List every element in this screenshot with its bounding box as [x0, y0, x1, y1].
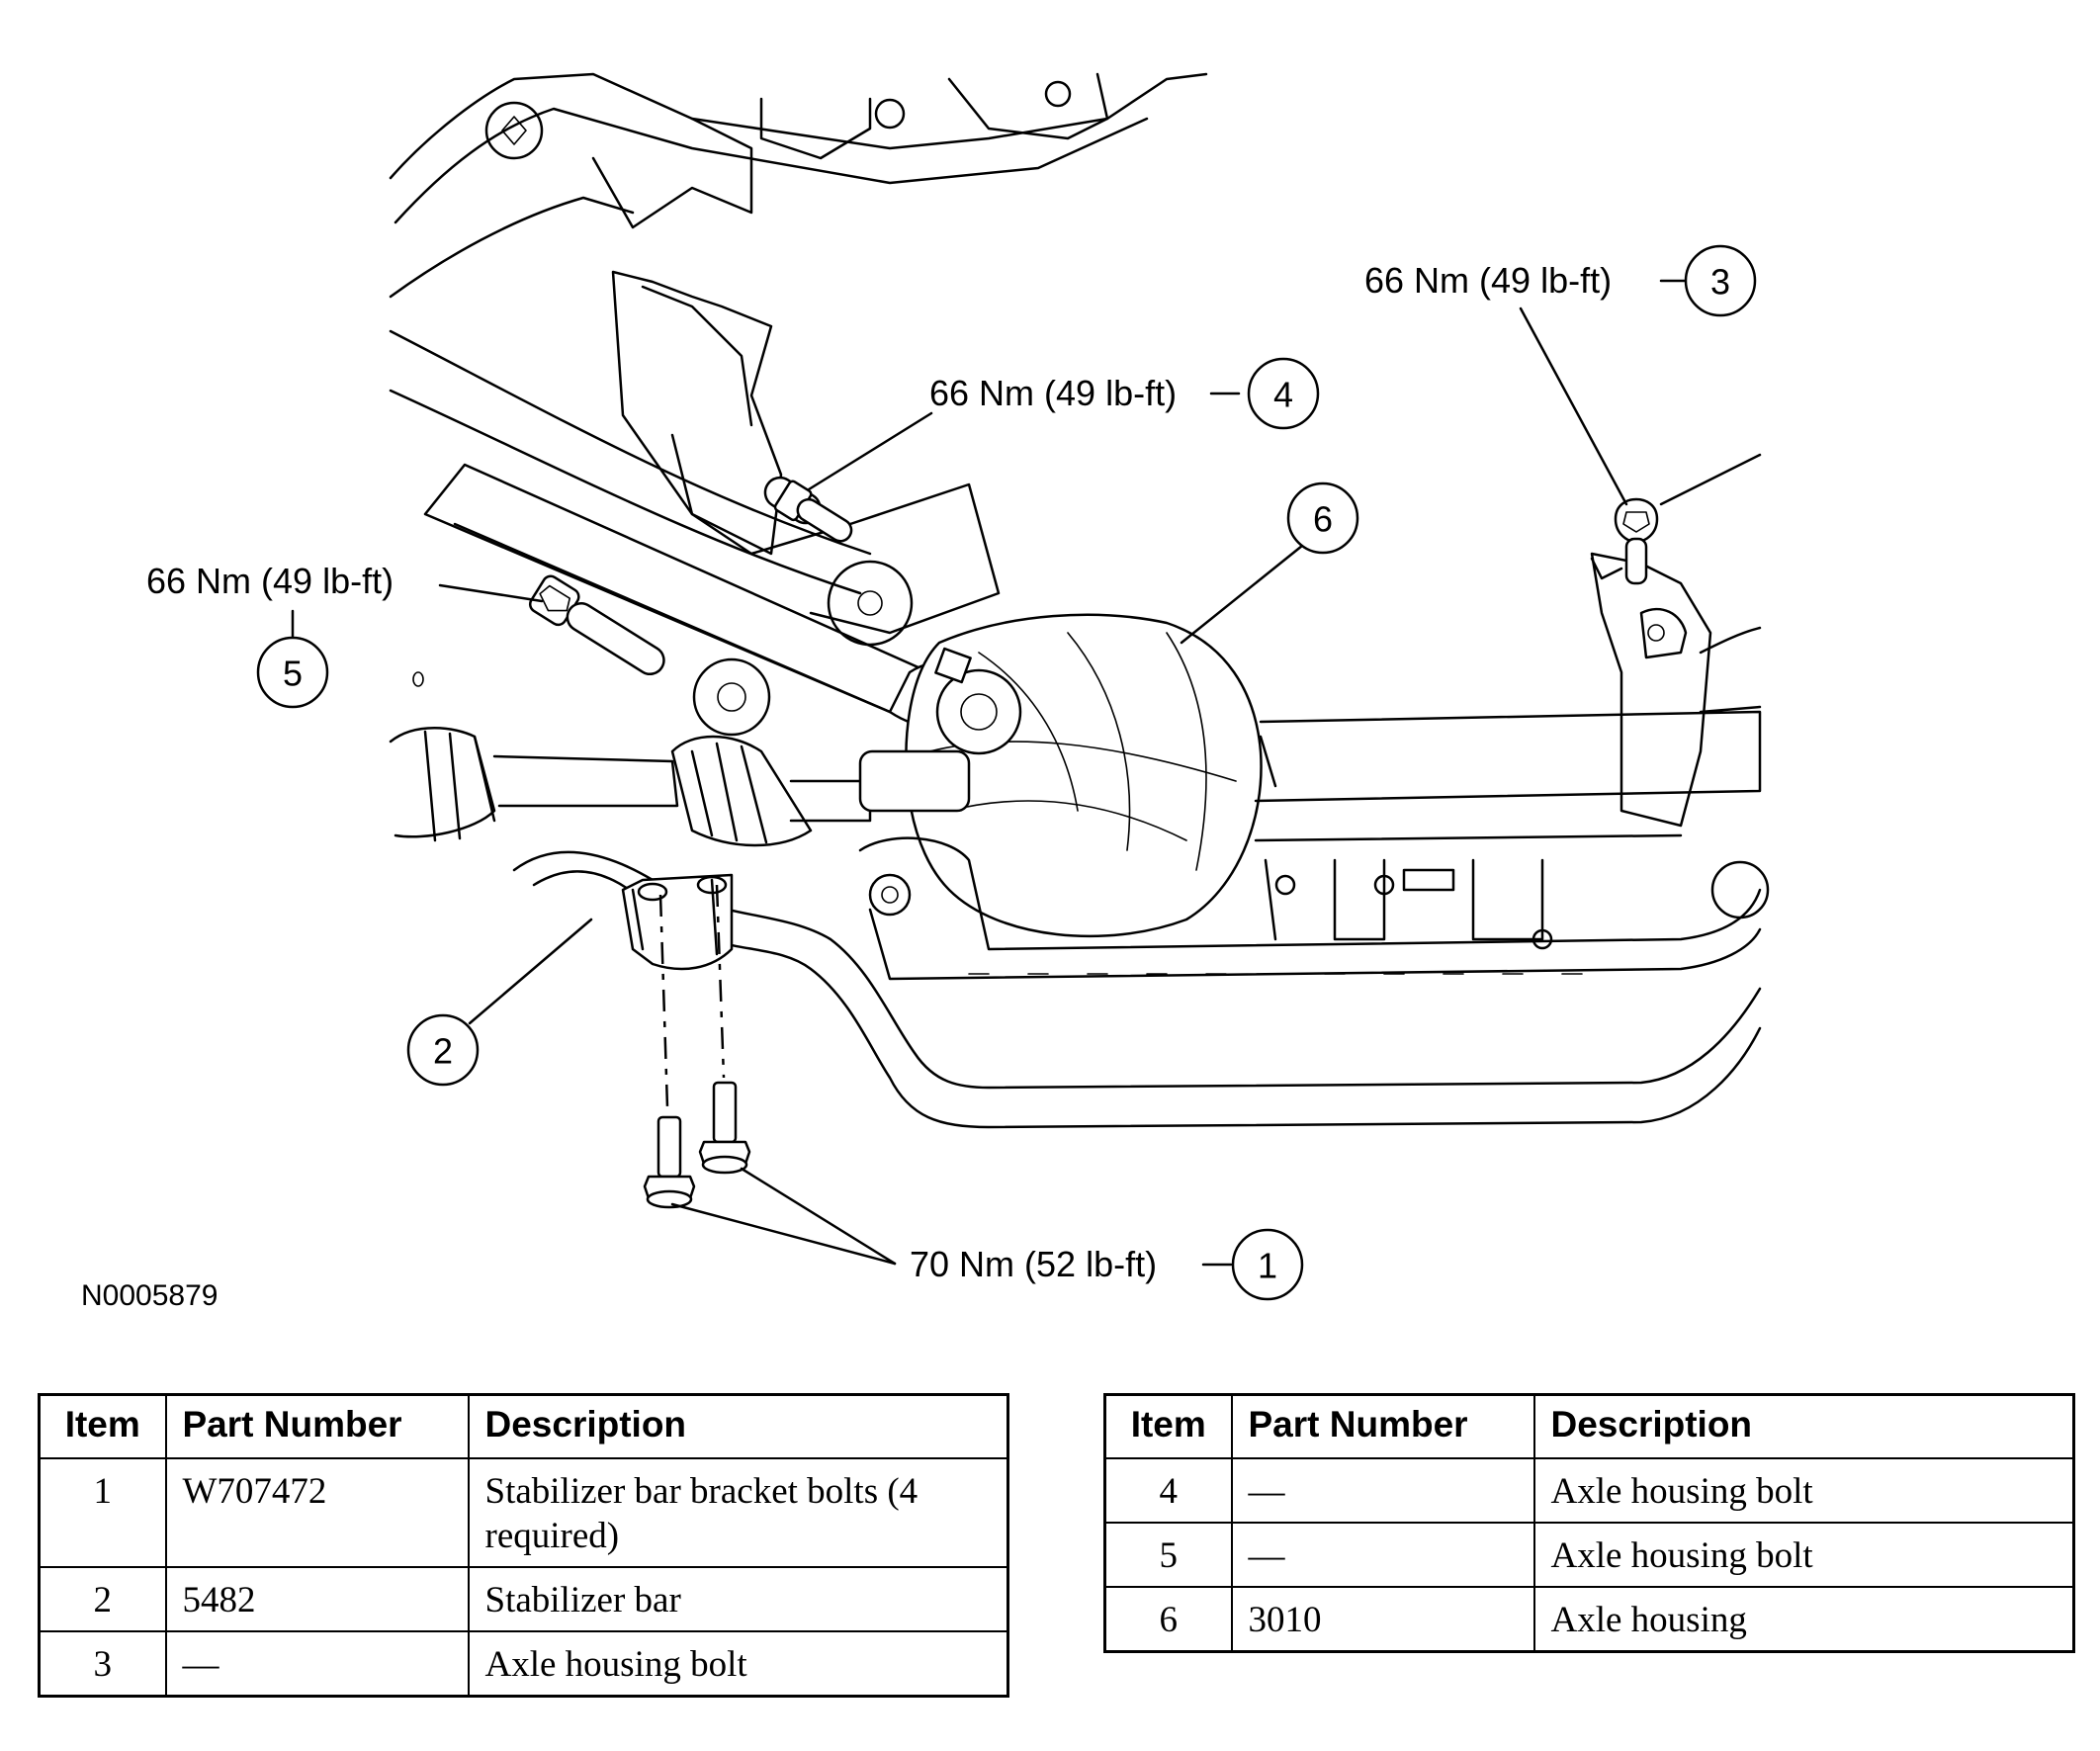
table-header-row: Item Part Number Description — [1103, 1393, 2075, 1459]
cell-item: 5 — [1103, 1522, 1233, 1588]
header-description: Description — [467, 1393, 1009, 1459]
cell-description: Axle housing bolt — [1532, 1522, 2075, 1588]
cell-description: Axle housing — [1532, 1586, 2075, 1653]
cell-item: 2 — [38, 1566, 167, 1632]
figure-code: N0005879 — [81, 1279, 218, 1312]
header-description: Description — [1532, 1393, 2075, 1459]
table-row: 5 — Axle housing bolt — [1103, 1522, 2075, 1588]
header-item: Item — [38, 1393, 167, 1459]
parts-table-left: Item Part Number Description 1 W707472 S… — [38, 1393, 1009, 1698]
callout-5-number: 5 — [283, 654, 303, 694]
callout-6-circle — [1286, 482, 1359, 555]
axle-assembly-illustration — [389, 72, 1770, 1209]
table-row: 1 W707472 Stabilizer bar bracket bolts (… — [38, 1457, 1009, 1568]
cell-item: 1 — [38, 1457, 167, 1568]
cell-description: Axle housing bolt — [1532, 1457, 2075, 1524]
table-row: 6 3010 Axle housing — [1103, 1586, 2075, 1653]
callout-5: 66 Nm (49 lb-ft) 5 — [146, 561, 394, 709]
callout-4-circle — [1247, 357, 1320, 430]
cell-part-number: 3010 — [1230, 1586, 1535, 1653]
exploded-view-diagram: 70 Nm (52 lb-ft) 1 2 66 Nm (49 lb-ft) 3 … — [81, 72, 1770, 1312]
cell-part-number: — — [1230, 1457, 1535, 1524]
header-part-number: Part Number — [1230, 1393, 1535, 1459]
cell-part-number: 5482 — [164, 1566, 470, 1632]
callout-2: 2 — [406, 1013, 480, 1087]
callout-3-torque: 66 Nm (49 lb-ft) — [1364, 260, 1612, 301]
cell-part-number: — — [1230, 1522, 1535, 1588]
table-row: 3 — Axle housing bolt — [38, 1630, 1009, 1698]
callout-4-torque: 66 Nm (49 lb-ft) — [929, 373, 1177, 413]
callout-6: 6 — [1286, 482, 1359, 555]
cell-description: Axle housing bolt — [467, 1630, 1009, 1698]
callout-1-torque: 70 Nm (52 lb-ft) — [910, 1244, 1157, 1284]
callout-2-number: 2 — [433, 1031, 453, 1072]
callout-2-circle — [406, 1013, 480, 1087]
cell-part-number: — — [164, 1630, 470, 1698]
callout-1: 70 Nm (52 lb-ft) 1 — [910, 1228, 1304, 1301]
callout-5-torque: 66 Nm (49 lb-ft) — [146, 561, 394, 601]
leader-lines — [291, 279, 1688, 1267]
callout-1-circle — [1231, 1228, 1304, 1301]
cell-description: Stabilizer bar bracket bolts (4 required… — [467, 1457, 1009, 1568]
table-header-row: Item Part Number Description — [38, 1393, 1009, 1459]
cell-item: 6 — [1103, 1586, 1233, 1653]
cell-part-number: W707472 — [164, 1457, 470, 1568]
callout-4-number: 4 — [1273, 375, 1293, 415]
header-item: Item — [1103, 1393, 1233, 1459]
table-row: 4 — Axle housing bolt — [1103, 1457, 2075, 1524]
callout-6-number: 6 — [1313, 499, 1333, 540]
header-part-number: Part Number — [164, 1393, 470, 1459]
callout-3: 66 Nm (49 lb-ft) 3 — [1364, 244, 1757, 317]
callout-3-circle — [1684, 244, 1757, 317]
callout-1-number: 1 — [1258, 1246, 1277, 1286]
table-row: 2 5482 Stabilizer bar — [38, 1566, 1009, 1632]
callout-3-number: 3 — [1710, 262, 1730, 303]
cell-item: 3 — [38, 1630, 167, 1698]
cell-description: Stabilizer bar — [467, 1566, 1009, 1632]
cell-item: 4 — [1103, 1457, 1233, 1524]
parts-table-right: Item Part Number Description 4 — Axle ho… — [1103, 1393, 2075, 1653]
callout-4: 66 Nm (49 lb-ft) 4 — [929, 357, 1320, 430]
callout-5-circle — [256, 636, 329, 709]
